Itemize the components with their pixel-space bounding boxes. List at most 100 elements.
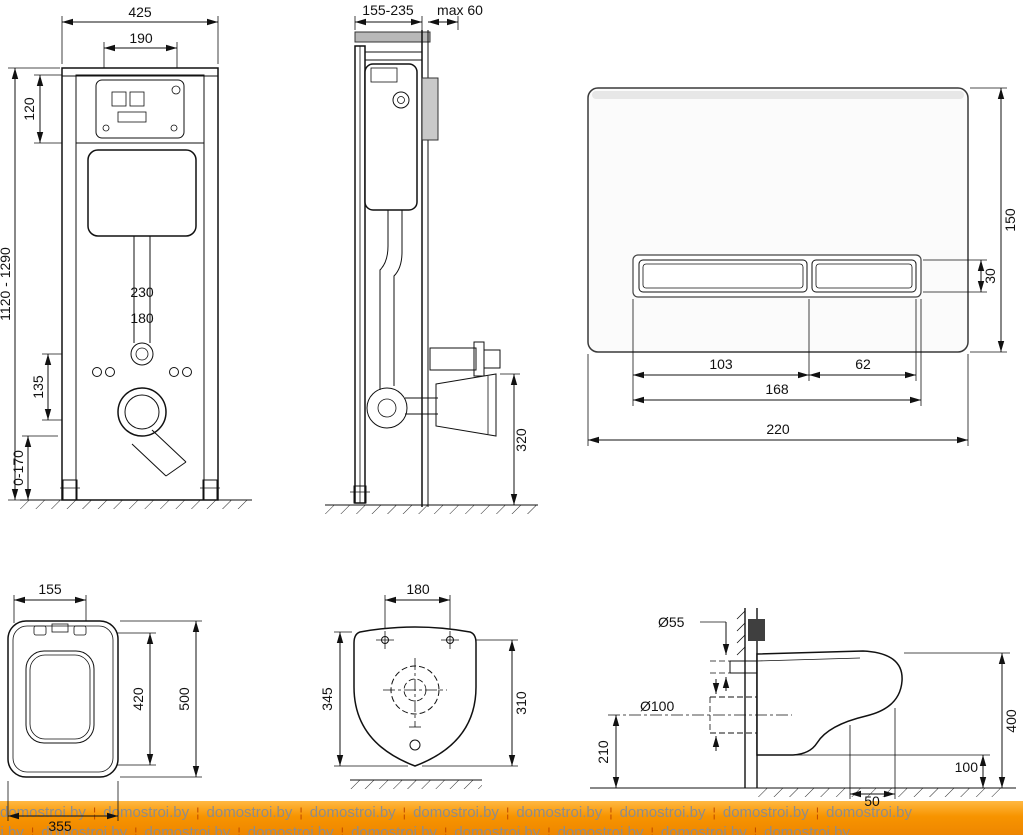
frame-side-dimensions (354, 16, 520, 505)
watermark-text: domostroi.by (0, 824, 24, 835)
bowl-bottom-dimensions (334, 595, 518, 767)
floor-hatch (758, 788, 1004, 797)
dim-inner-length-label: 420 (130, 687, 146, 711)
watermark-separator: ¦ (505, 805, 510, 820)
watermark-text: domostroi.by (619, 804, 706, 821)
bowl-top-labels: 155 420 500 355 (38, 581, 192, 834)
button-frame (632, 254, 922, 298)
watermark-text: domostroi.by (309, 804, 396, 821)
bowl-side-dimensions (612, 621, 1010, 799)
bowl-bottom-structure (350, 626, 482, 789)
dim-outlet-height-label: 320 (513, 428, 529, 452)
watermark-separator: ¦ (815, 805, 820, 820)
dim-plate-width-label: 220 (766, 421, 790, 437)
watermark-separator: ¦ (753, 825, 758, 835)
bowl-bottom-view-drawing: 180 345 310 (319, 581, 529, 789)
bowl-side-labels: Ø55 Ø100 210 400 100 50 (595, 614, 1019, 809)
frame-side-labels: 155-235 max 60 320 (362, 2, 529, 452)
watermark-separator: ¦ (134, 825, 138, 835)
flush-button-small (811, 259, 917, 293)
watermark-row-clipped: domostroi.by ¦ domostroi.by ¦ domostroi.by ¦ d… (0, 823, 1023, 835)
watermark-separator: ¦ (443, 825, 448, 835)
watermark-text: domostroi.by (660, 824, 747, 835)
bowl-top-view-drawing: 155 420 500 355 (7, 581, 202, 834)
watermark-text: domostroi.by (516, 804, 603, 821)
dim-length-inner-label: 310 (513, 691, 529, 715)
bowl-side-view-drawing: Ø55 Ø100 210 400 100 50 (590, 608, 1019, 809)
frame-side-structure (325, 30, 538, 514)
flush-button-large (638, 259, 808, 293)
frame-side-view-drawing: 155-235 max 60 320 (325, 2, 538, 514)
watermark-separator: ¦ (609, 805, 613, 820)
watermark-text: domostroi.by (247, 824, 334, 835)
dim-hole-spacing-label: 180 (406, 581, 430, 597)
watermark-separator: ¦ (299, 805, 303, 820)
watermark-row: domostroi.by ¦ domostroi.by ¦ domostroi.by ¦ d… (0, 801, 1023, 823)
dim-front-width-label: 155 (38, 581, 62, 597)
dim-depth-range-label: 155-235 (362, 2, 414, 18)
watermark-bar: domostroi.by ¦ domostroi.by ¦ domostroi.by ¦ d… (0, 801, 1023, 835)
dim-stud-spacing-inner-label: 180 (130, 310, 154, 326)
watermark-text: domostroi.by (41, 824, 128, 835)
dim-buttons-width-label: 168 (765, 381, 789, 397)
watermark-separator: ¦ (650, 825, 654, 835)
flush-plate-panel (587, 87, 969, 353)
flush-plate-top-bevel (592, 91, 964, 99)
watermark-separator: ¦ (712, 805, 716, 820)
watermark-text: domostroi.by (144, 824, 231, 835)
dim-wall-clearance-label: max 60 (437, 2, 483, 18)
watermark-separator: ¦ (92, 805, 97, 820)
dim-plate-height-label: 150 (1002, 208, 1018, 232)
watermark-separator: ¦ (30, 825, 35, 835)
watermark-text: domostroi.by (413, 804, 499, 821)
frame-front-labels: 425 190 120 1120 - 1290 230 180 135 0-17… (0, 4, 154, 486)
watermark-text: domostroi.by (206, 804, 293, 821)
dim-inlet-diameter-label: Ø55 (658, 614, 685, 630)
watermark-text: domostroi.by (103, 804, 190, 821)
wall-bracket (421, 77, 439, 141)
flush-plate-labels: 30 150 103 62 168 220 (709, 208, 1018, 437)
dim-frame-width-label: 425 (128, 4, 152, 20)
floor-hatch (20, 500, 252, 509)
watermark-text: domostroi.by (826, 804, 912, 821)
watermark-separator: ¦ (340, 825, 345, 835)
watermark-separator: ¦ (237, 825, 241, 835)
dim-height-label: 400 (1003, 709, 1019, 733)
watermark-separator: ¦ (196, 805, 200, 820)
dim-stud-spacing-outer-label: 230 (130, 284, 154, 300)
frame-front-structure (20, 67, 252, 509)
watermark-separator: ¦ (402, 805, 407, 820)
bowl-top-dimensions (7, 595, 202, 821)
dim-button-height-label: 30 (982, 268, 998, 284)
watermark-text: domostroi.by (722, 804, 809, 821)
dim-rear-height-label: 100 (955, 759, 979, 775)
dim-length-outer-label: 345 (319, 687, 335, 711)
flush-plate-dimensions (587, 87, 1007, 446)
bowl-top-structure (7, 620, 119, 778)
dim-outlet-axis-height-label: 210 (595, 740, 611, 764)
dim-button-large-label: 103 (709, 356, 733, 372)
ground-hatch (350, 780, 482, 789)
floor-hatch (325, 505, 538, 514)
dim-height-range-label: 1120 - 1290 (0, 247, 13, 321)
flush-plate-structure (587, 87, 969, 353)
top-mount-rail (354, 31, 431, 43)
dim-width-label: 355 (48, 818, 72, 834)
mounting-bracket (748, 619, 765, 641)
frame-front-view-drawing: 425 190 120 1120 - 1290 230 180 135 0-17… (0, 4, 252, 509)
watermark-text: domostroi.by (764, 824, 850, 835)
dim-outlet-offset-label: 135 (30, 375, 46, 399)
dim-outlet-diameter-label: Ø100 (640, 698, 674, 714)
dim-access-width-label: 190 (129, 30, 153, 46)
watermark-text: domostroi.by (454, 824, 541, 835)
dim-button-small-label: 62 (855, 356, 871, 372)
dim-foot-adjust-label: 0-170 (10, 450, 26, 486)
bowl-bottom-labels: 180 345 310 (319, 581, 529, 715)
watermark-separator: ¦ (547, 825, 551, 835)
watermark-text: domostroi.by (351, 824, 437, 835)
dim-access-height-label: 120 (21, 97, 37, 121)
dim-length-label: 500 (176, 687, 192, 711)
flush-plate-drawing: 30 150 103 62 168 220 (587, 87, 1018, 446)
watermark-text: domostroi.by (557, 824, 644, 835)
